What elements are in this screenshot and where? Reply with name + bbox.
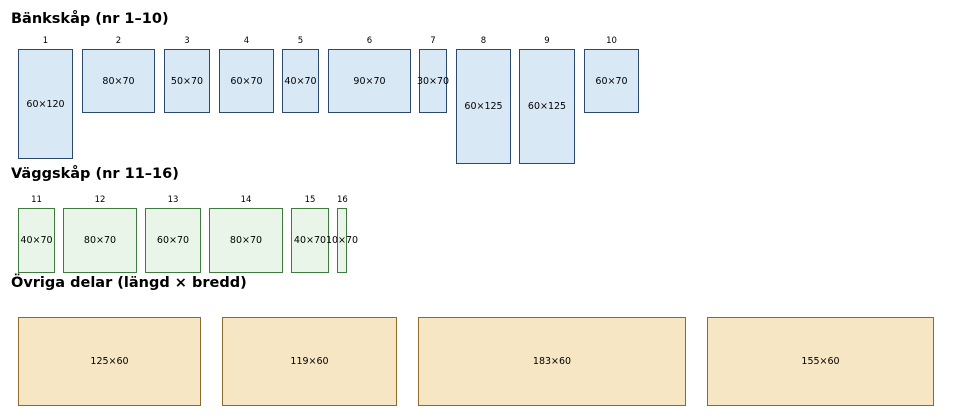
wall-cabinet-number: 11 (31, 195, 42, 205)
bank-cabinet-box: 30×70 (416, 49, 450, 113)
wall-cabinet-box: 80×70 (209, 208, 283, 273)
bank-cabinet-box: 60×120 (18, 49, 73, 159)
dimension-label: 50×70 (170, 75, 204, 87)
wall-cabinet-box: 60×70 (145, 208, 201, 273)
dimension-label: 80×70 (83, 235, 117, 246)
dimension-label: 60×125 (464, 101, 503, 112)
bank-cabinet-box: 50×70 (164, 49, 210, 113)
dimension-label: 40×70 (284, 75, 317, 87)
dimension-label: 183×60 (532, 356, 572, 367)
bank-cabinet-box: 60×70 (584, 49, 639, 113)
dimension-label: 60×70 (595, 75, 628, 87)
other-part-box: 183×60 (418, 317, 686, 406)
dimension-label: 60×120 (26, 98, 65, 110)
wall-cabinet-number: 13 (167, 195, 179, 205)
dimension-label: 119×60 (290, 356, 329, 367)
bank-cabinet-number: 8 (480, 36, 487, 46)
dimension-label: 80×70 (102, 75, 135, 87)
bank-cabinet-number: 6 (366, 36, 373, 46)
dimension-label: 155×60 (801, 356, 840, 367)
bank-cabinet-number: 5 (297, 36, 304, 46)
dimension-label: 60×70 (156, 235, 190, 246)
dimension-label: 40×70 (293, 235, 327, 246)
dimension-label: 30×70 (416, 75, 450, 87)
dimension-label: 90×70 (353, 75, 386, 87)
wall-cabinet-number: 12 (94, 195, 106, 205)
dimension-label: 10×70 (325, 235, 359, 246)
bank-cabinet-box: 40×70 (282, 49, 319, 113)
wall-cabinet-number: 15 (304, 195, 316, 205)
wall-cabinet-box: 80×70 (63, 208, 137, 273)
bank-cabinet-box: 60×125 (519, 49, 575, 164)
wall-cabinet-number: 16 (337, 195, 348, 205)
other-part-box: 125×60 (18, 317, 201, 406)
bank-cabinet-box: 60×70 (219, 49, 274, 113)
wall-cabinet-box: 10×70 (326, 208, 358, 273)
bank-cabinet-number: 4 (243, 36, 250, 46)
bank-cabinet-box: 60×125 (456, 49, 511, 164)
dimension-label: 80×70 (229, 235, 263, 246)
bank-cabinet-number: 2 (115, 36, 122, 46)
other-part-box: 119×60 (222, 317, 397, 406)
bank-cabinet-number: 9 (544, 36, 550, 46)
wall-section-title: Väggskåp (nr 11–16) (11, 166, 179, 182)
other-section-title: Övriga delar (längd × bredd) (11, 275, 247, 291)
bank-section-title: Bänkskåp (nr 1–10) (11, 11, 169, 27)
dimension-label: 40×70 (20, 235, 53, 246)
bank-cabinet-number: 7 (430, 36, 436, 46)
bank-cabinet-box: 90×70 (328, 49, 411, 113)
other-part-box: 155×60 (707, 317, 934, 406)
dimension-label: 125×60 (90, 356, 129, 367)
bank-cabinet-number: 1 (42, 36, 49, 46)
dimension-label: 60×70 (230, 75, 263, 87)
bank-cabinet-number: 3 (184, 36, 190, 46)
bank-cabinet-number: 10 (606, 36, 617, 46)
dimension-label: 60×125 (527, 101, 567, 112)
wall-cabinet-box: 40×70 (18, 208, 55, 273)
wall-cabinet-box: 40×70 (291, 208, 329, 273)
wall-cabinet-number: 14 (240, 195, 252, 205)
bank-cabinet-box: 80×70 (82, 49, 155, 113)
